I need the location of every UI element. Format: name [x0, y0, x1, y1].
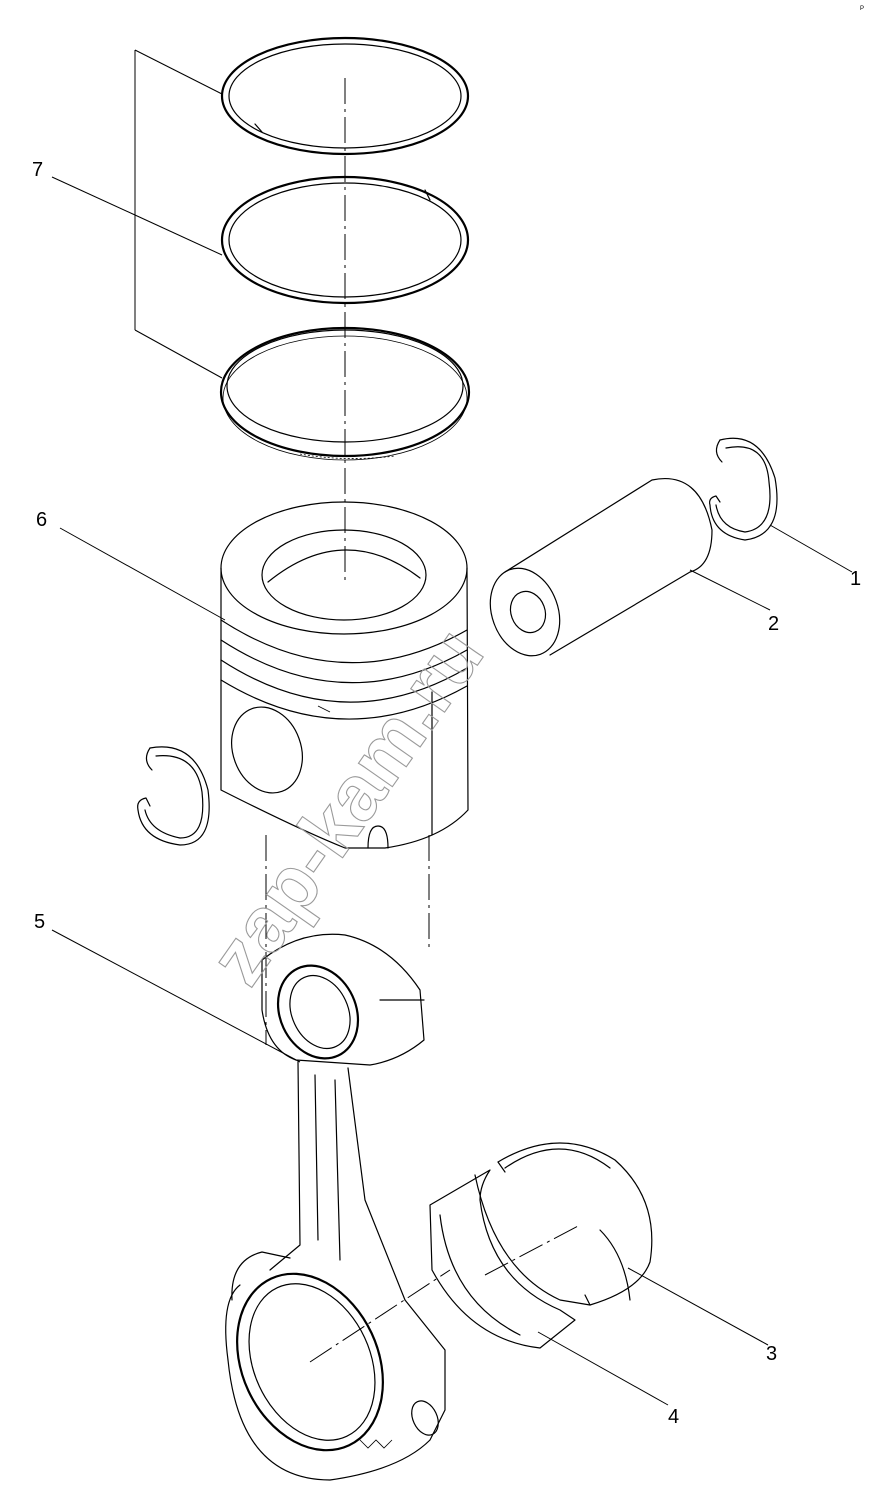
- callout-4-leader: [537, 1331, 669, 1406]
- callout-5: 5: [34, 911, 45, 933]
- piston: [220, 501, 469, 849]
- callout-4: 4: [668, 1406, 679, 1428]
- bearing-shell-upper: [474, 1142, 653, 1306]
- callout-7-leader: [51, 49, 223, 379]
- callout-6: 6: [36, 509, 47, 531]
- callout-3: 3: [766, 1343, 777, 1365]
- callout-3-leader: [627, 1267, 769, 1346]
- connecting-rod: [225, 933, 451, 1481]
- circlip-right: [709, 437, 778, 541]
- corner-code: Р: [860, 6, 864, 12]
- callout-7: 7: [32, 159, 43, 181]
- bearing-shell-lower: [429, 1169, 576, 1349]
- callout-1-leader: [769, 524, 853, 573]
- callout-2-leader: [689, 569, 771, 611]
- callout-6-leader: [59, 527, 226, 621]
- callout-5-leader: [51, 929, 301, 1063]
- callout-1: 1: [850, 568, 861, 590]
- circlip-left: [137, 746, 210, 846]
- piston-pin: [489, 478, 713, 657]
- callout-2: 2: [768, 613, 779, 635]
- bearing-centerline: [484, 1224, 581, 1276]
